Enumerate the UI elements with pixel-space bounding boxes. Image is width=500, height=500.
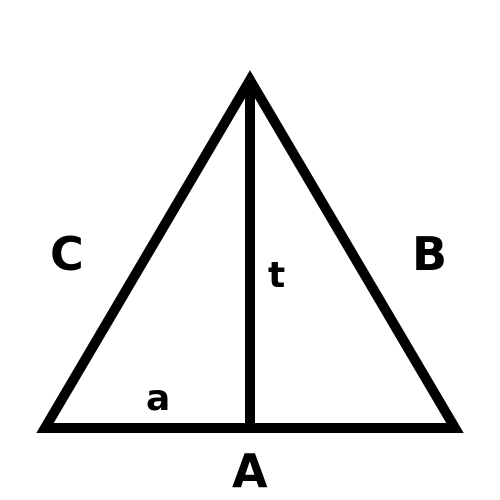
label-side-c: C: [50, 227, 84, 281]
label-height-t: t: [268, 255, 286, 296]
label-base-segment-a: a: [146, 378, 171, 419]
label-side-b: B: [412, 227, 448, 281]
label-base-a: A: [232, 444, 268, 498]
